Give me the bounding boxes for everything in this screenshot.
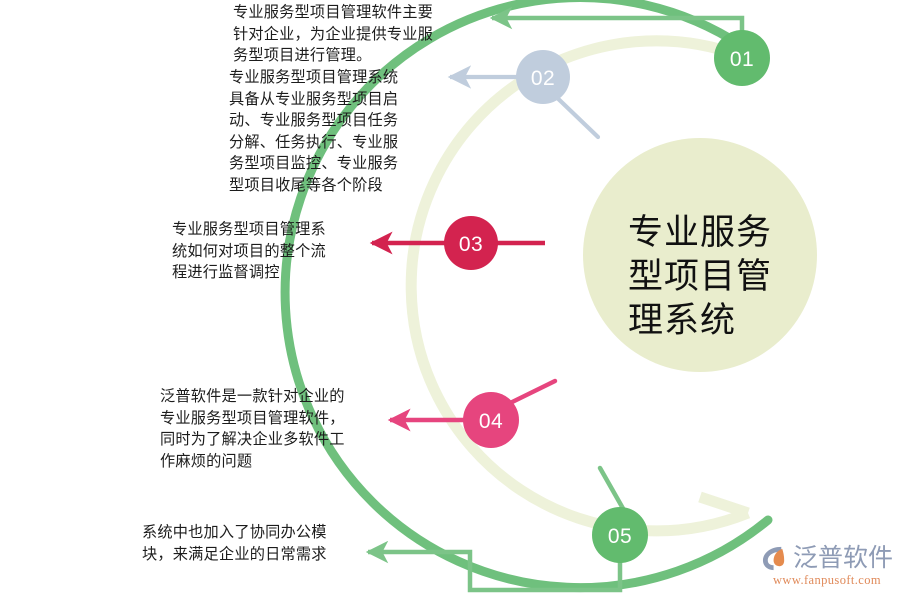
brand-logo: 泛普软件 www.fanpusoft.com bbox=[758, 538, 896, 594]
center-title-line-3: 理系统 bbox=[628, 301, 736, 340]
callout-text-02: 专业服务型项目管理系统 具备从专业服务型项目启 动、专业服务型项目任务 分解、任… bbox=[229, 69, 399, 194]
badge-03[interactable]: 03 bbox=[444, 216, 498, 270]
badge-03-label: 03 bbox=[459, 233, 483, 256]
logo-wordmark: 泛普软件 bbox=[792, 543, 893, 572]
badge-05-label: 05 bbox=[608, 525, 632, 548]
badge-02[interactable]: 02 bbox=[516, 50, 570, 104]
logo-row: 泛普软件 bbox=[761, 545, 893, 572]
badge-02-label: 02 bbox=[531, 67, 555, 90]
callout-text-04: 泛普软件是一款针对企业的 专业服务型项目管理软件， 同时为了解决企业多软件工 作… bbox=[160, 388, 345, 470]
callout-text-05: 系统中也加入了协同办公模 块，来满足企业的日常需求 bbox=[142, 524, 327, 563]
badge-01[interactable]: 01 bbox=[714, 30, 770, 86]
center-title-line-1: 专业服务 bbox=[628, 213, 772, 252]
badge-04-label: 04 bbox=[479, 410, 503, 433]
badge-04[interactable]: 04 bbox=[463, 392, 519, 448]
fanpu-logo-icon bbox=[762, 546, 785, 570]
outer-green-arc bbox=[280, 0, 773, 593]
badge-05[interactable]: 05 bbox=[592, 507, 648, 563]
center-title-line-2: 型项目管 bbox=[628, 257, 772, 296]
center-circle: 专业服务 型项目管 理系统 bbox=[583, 138, 817, 372]
callout-text-03: 专业服务型项目管理系 统如何对项目的整个流 程进行监督调控 bbox=[172, 221, 326, 282]
connector-05 bbox=[365, 465, 628, 593]
badge-01-label: 01 bbox=[730, 48, 754, 71]
logo-url: www.fanpusoft.com bbox=[772, 572, 882, 587]
callout-text-01: 专业服务型项目管理软件主要 针对企业，为企业提供专业服 务型项目进行管理。 bbox=[233, 4, 434, 65]
